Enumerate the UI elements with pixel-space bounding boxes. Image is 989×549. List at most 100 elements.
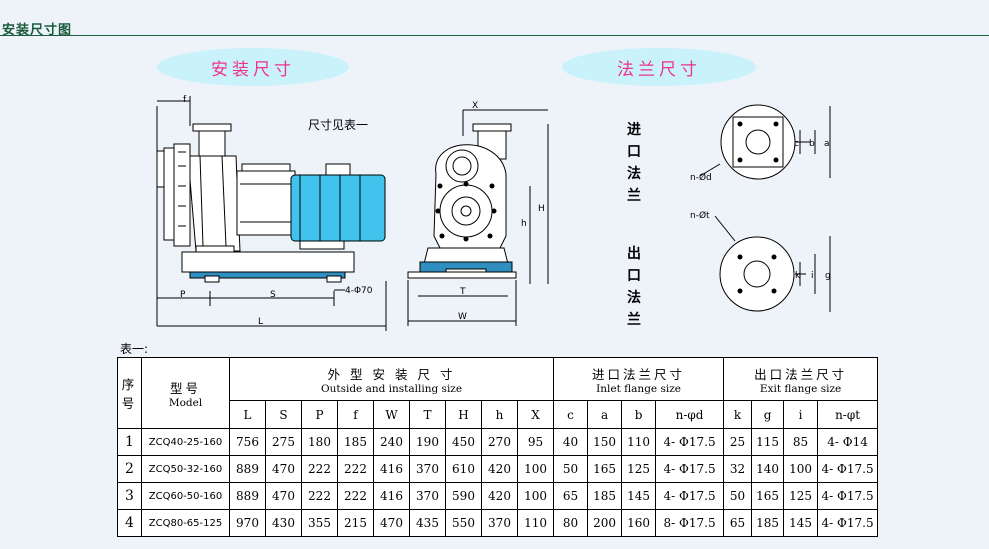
col-model-en: Model — [168, 396, 203, 409]
group-exit-en: Exit flange size — [759, 382, 842, 395]
row-value-cell: 420 — [481, 482, 518, 510]
group-inlet-cn: 进口法兰尺寸 — [592, 366, 686, 382]
row-seq-cell: 4 — [117, 509, 142, 537]
dim-header-cell: i — [783, 400, 819, 429]
row-value-cell: 355 — [301, 509, 338, 537]
dim-w-label: W — [458, 312, 467, 322]
row-value-cell: 150 — [587, 428, 623, 456]
page-title: 安装尺寸图 — [2, 23, 73, 38]
dim-b-label: b — [809, 139, 815, 149]
group-inlet-en: Inlet flange size — [596, 382, 681, 395]
row-value-cell: 430 — [265, 509, 302, 537]
dim-i-label: i — [811, 271, 814, 281]
row-value-cell: 470 — [373, 509, 410, 537]
row-value-cell: 190 — [409, 428, 446, 456]
dim-f-label: f — [183, 95, 187, 105]
dim-h-upper-label: H — [538, 204, 545, 214]
dim-header-cell: P — [301, 400, 338, 429]
group-outside-en: Outside and installing size — [320, 382, 463, 395]
row-value-cell: 165 — [587, 455, 623, 483]
row-value-cell: 115 — [751, 428, 785, 456]
row-value-cell: 222 — [337, 482, 374, 510]
dim-s-label: S — [270, 290, 276, 300]
row-value-cell: 50 — [723, 482, 753, 510]
row-value-cell: 450 — [445, 428, 482, 456]
row-value-cell: 435 — [409, 509, 446, 537]
row-value-cell: 185 — [751, 509, 785, 537]
col-seq-label: 序号 — [121, 377, 138, 411]
row-value-cell: 370 — [409, 482, 446, 510]
dim-header-cell: f — [337, 400, 374, 429]
row-value-cell: 590 — [445, 482, 482, 510]
install-size-banner: 安装尺寸 — [157, 48, 349, 86]
row-value-cell: 416 — [373, 482, 410, 510]
row-value-cell: 100 — [516, 482, 555, 510]
pump-front-view — [407, 109, 549, 326]
dim-p-label: P — [180, 290, 186, 300]
row-value-cell: 100 — [516, 455, 555, 483]
row-value-cell: 4- Φ17.5 — [655, 482, 725, 510]
row-value-cell: 85 — [783, 428, 819, 456]
row-value-cell: 889 — [229, 455, 266, 483]
outlet-flange-drawing — [714, 215, 831, 312]
row-value-cell: 222 — [337, 455, 374, 483]
row-value-cell: 125 — [783, 482, 819, 510]
row-value-cell: 240 — [373, 428, 410, 456]
row-value-cell: 40 — [553, 428, 589, 456]
row-value-cell: 32 — [723, 455, 753, 483]
group-exit-header: 出口法兰尺寸 Exit flange size — [723, 357, 879, 401]
row-seq-cell: 3 — [117, 482, 142, 510]
row-value-cell: 185 — [587, 482, 623, 510]
dim-header-cell: b — [621, 400, 657, 429]
dim-header-cell: W — [373, 400, 410, 429]
col-model-cn: 型号 — [169, 380, 201, 396]
row-model-cell: ZCQ50-32-160 — [141, 455, 230, 483]
row-value-cell: 110 — [621, 428, 657, 456]
row-model-cell: ZCQ40-25-160 — [141, 428, 230, 456]
dim-header-cell: n-φd — [655, 400, 725, 429]
row-value-cell: 65 — [553, 482, 589, 510]
row-value-cell: 370 — [409, 455, 446, 483]
row-value-cell: 65 — [723, 509, 753, 537]
dim-x-label: X — [472, 101, 478, 111]
row-value-cell: 80 — [553, 509, 589, 537]
row-value-cell: 4- Φ14 — [817, 428, 879, 456]
row-value-cell: 550 — [445, 509, 482, 537]
table-caption: 表一: — [120, 342, 149, 356]
row-value-cell: 165 — [751, 482, 785, 510]
row-seq-cell: 2 — [117, 455, 142, 483]
dim-header-cell: a — [587, 400, 623, 429]
inlet-flange-char-1: 进口法兰 — [627, 122, 641, 204]
row-value-cell: 110 — [516, 509, 555, 537]
dim-t-label: T — [459, 287, 466, 297]
installation-drawing: f 尺寸见表一 P S L 4-Φ70 — [156, 95, 831, 331]
row-value-cell: 610 — [445, 455, 482, 483]
row-value-cell: 50 — [553, 455, 589, 483]
anchor-hole-label: 4-Φ70 — [345, 286, 373, 296]
row-value-cell: 222 — [301, 455, 338, 483]
row-value-cell: 470 — [265, 455, 302, 483]
dim-header-cell: L — [229, 400, 266, 429]
row-value-cell: 416 — [373, 455, 410, 483]
row-value-cell: 889 — [229, 482, 266, 510]
inlet-bolt-label: n-Ød — [690, 172, 712, 183]
dim-c-label: c — [794, 139, 799, 149]
dim-g-label: g — [825, 271, 831, 281]
page-header: 安装尺寸图 — [0, 0, 989, 38]
row-value-cell: 95 — [516, 428, 555, 456]
row-value-cell: 25 — [723, 428, 753, 456]
pump-side-view — [156, 96, 387, 331]
row-value-cell: 370 — [481, 509, 518, 537]
dimension-table: 序号 型号 Model 外 型 安 装 尺 寸 Outside and inst… — [117, 357, 879, 537]
row-value-cell: 8- Φ17.5 — [655, 509, 725, 537]
dim-header-cell: H — [445, 400, 482, 429]
inlet-flange-drawing — [699, 104, 831, 180]
row-value-cell: 200 — [587, 509, 623, 537]
see-table-note: 尺寸见表一 — [308, 118, 368, 132]
row-value-cell: 160 — [621, 509, 657, 537]
